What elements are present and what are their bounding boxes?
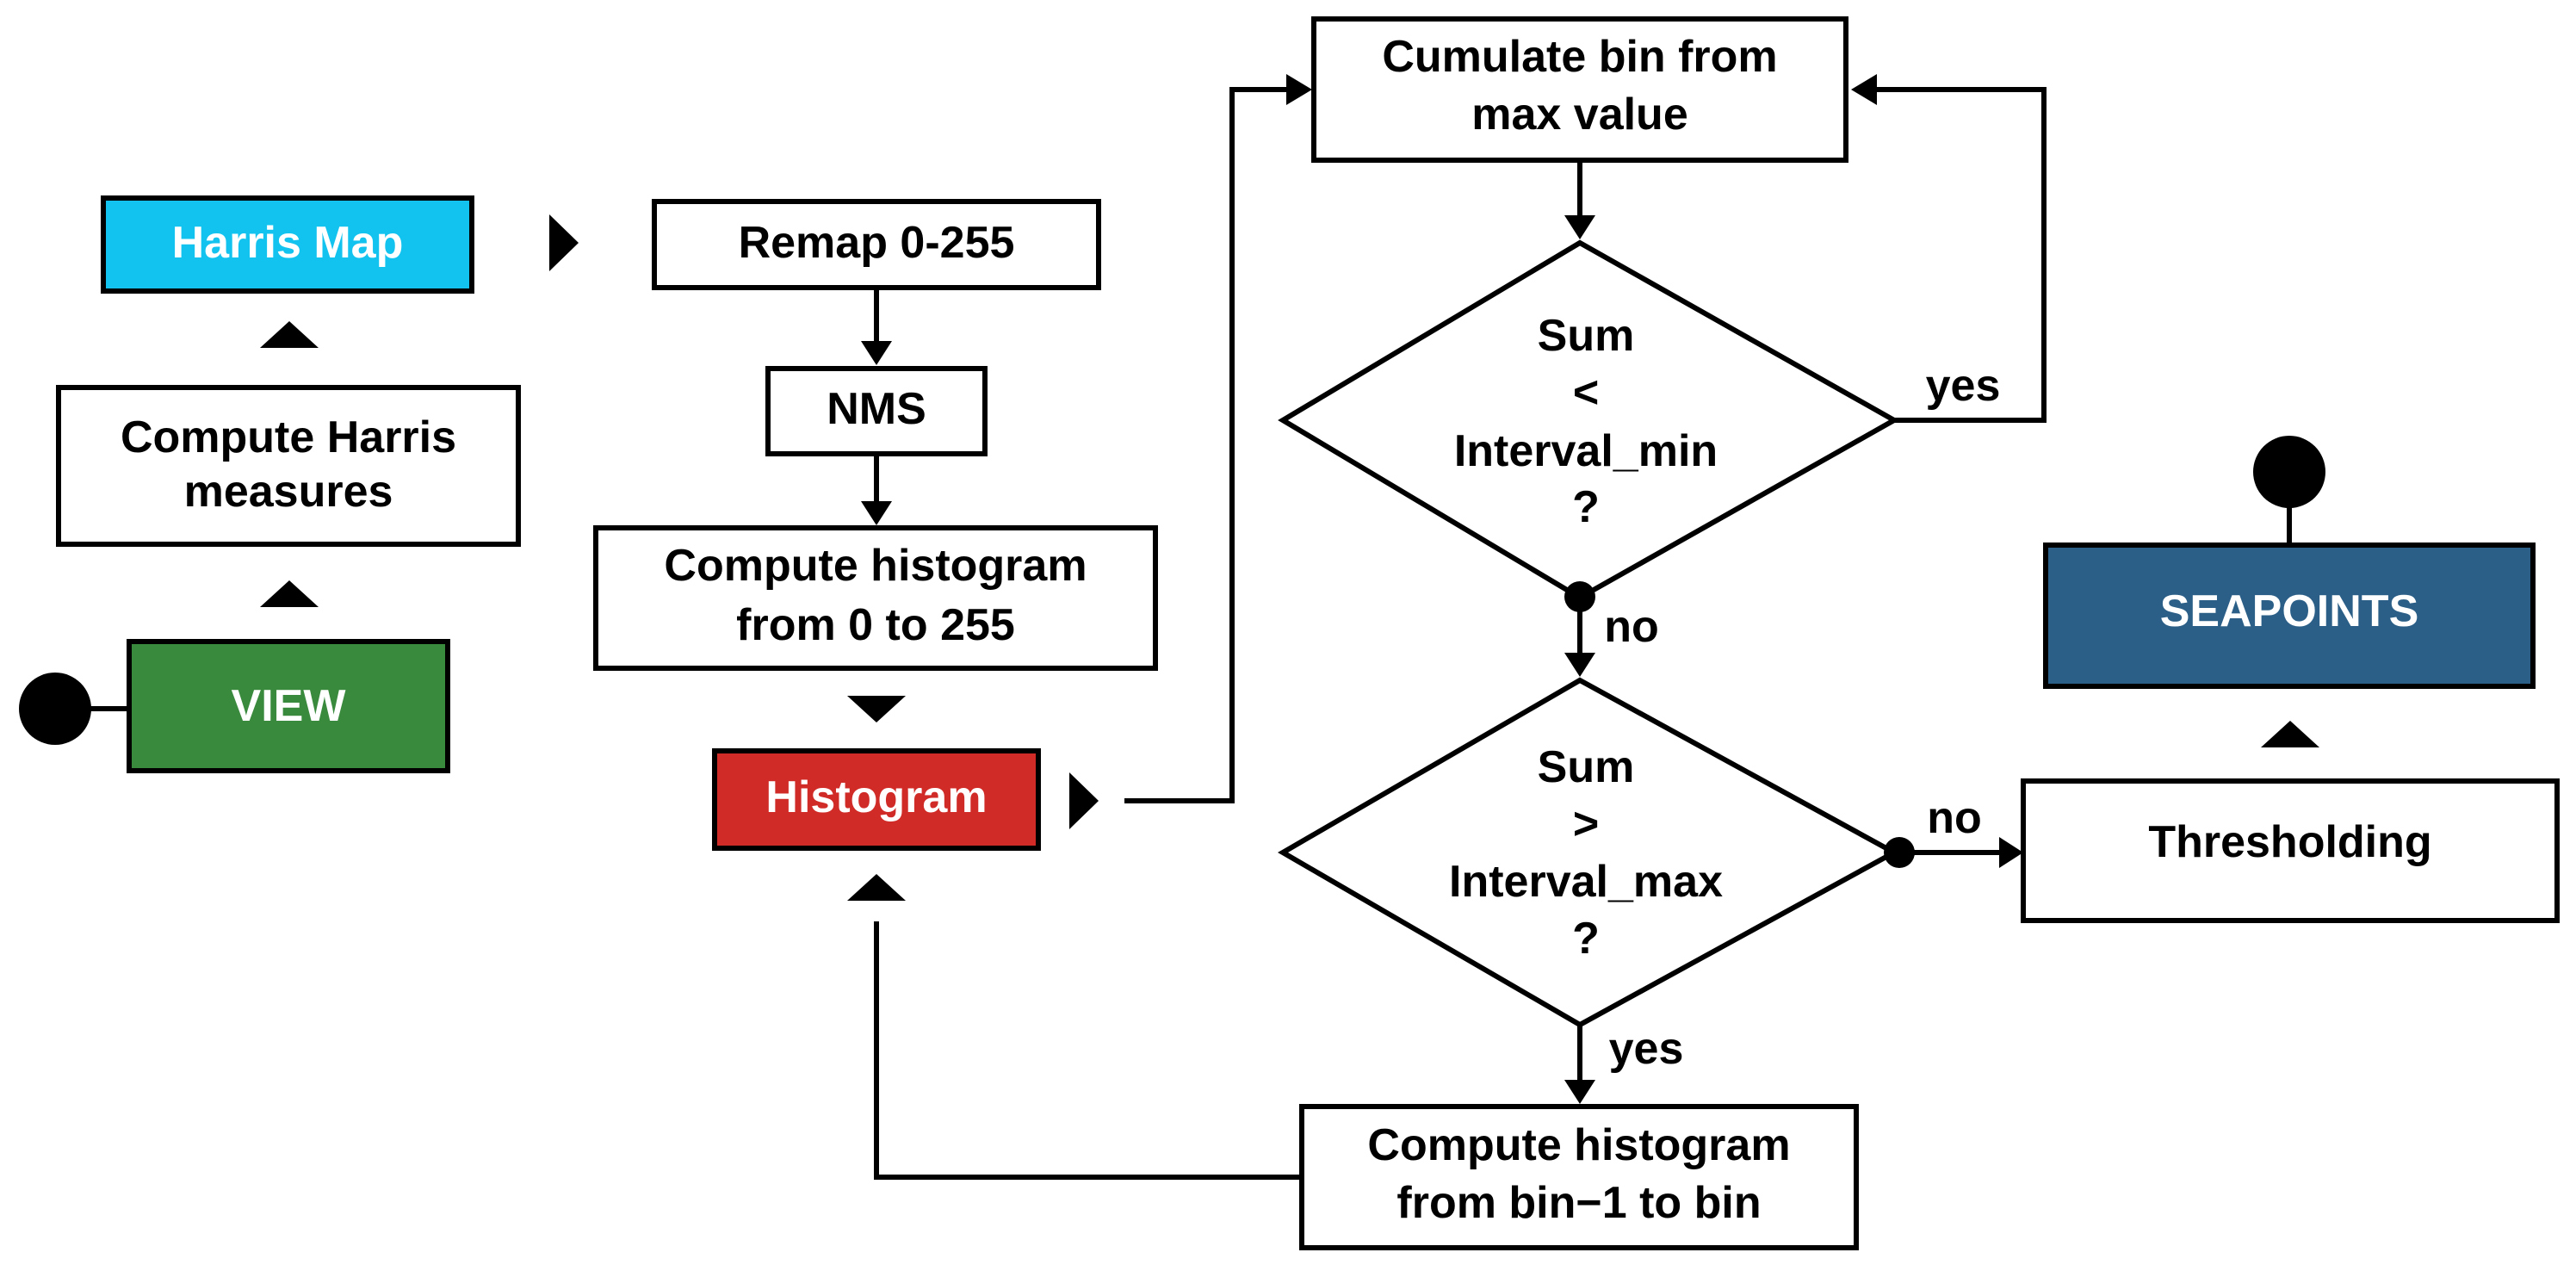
harris-map-node: Harris Map xyxy=(101,195,474,294)
histogram-node: Histogram xyxy=(712,748,1041,851)
nms-node: NMS xyxy=(765,366,988,456)
decision-max-line4: ? xyxy=(1572,914,1600,964)
edge-label-max-yes: yes xyxy=(1609,1024,1684,1074)
harris-map-label: Harris Map xyxy=(172,218,404,268)
decision-min-line3: Interval_min xyxy=(1454,426,1718,476)
compute-harris-line1: Compute Harris xyxy=(121,412,456,462)
decision-max-diamond xyxy=(1278,677,1900,1028)
cumulate-line2: max value xyxy=(1471,90,1688,140)
edge-decision-min-yes-arrowhead xyxy=(1851,74,1877,105)
seapoints-box xyxy=(2043,542,2536,689)
arrow-up-compute-harris-to-harris-map xyxy=(260,321,319,348)
decision-min-line2: < xyxy=(1573,368,1599,418)
arrow-right-harris-map-to-remap xyxy=(549,214,579,271)
decision-min-diamond xyxy=(1278,239,1900,601)
edge-remap-to-nms-arrowhead xyxy=(861,341,892,365)
edge-label-min-no: no xyxy=(1604,602,1659,652)
edge-histogram-to-cumulate-arrowhead xyxy=(1286,74,1312,105)
decision-max-line2: > xyxy=(1573,799,1599,849)
arrow-up-loop-to-histogram xyxy=(847,874,906,901)
remap-node: Remap 0-255 xyxy=(652,199,1101,290)
arrow-up-view-to-compute-harris xyxy=(260,580,319,607)
decision-min-line4: ? xyxy=(1572,482,1600,532)
histogram-box xyxy=(712,748,1041,851)
edge-decision-min-no-arrowhead xyxy=(1564,653,1595,677)
compute-harris-node: Compute Harris measures xyxy=(56,385,521,547)
view-box xyxy=(127,639,450,773)
compute-hist-full-line2: from 0 to 255 xyxy=(736,600,1015,650)
harris-map-box xyxy=(101,195,474,294)
edge-label-max-no: no xyxy=(1927,793,1982,843)
decision-max-line3: Interval_max xyxy=(1449,857,1723,907)
thresholding-box xyxy=(2021,778,2560,923)
arrow-up-thresholding-to-seapoints xyxy=(2261,721,2319,747)
arrow-down-compute-histogram-to-histogram xyxy=(847,696,906,722)
thresholding-label: Thresholding xyxy=(2148,817,2431,867)
nms-label: NMS xyxy=(827,384,926,434)
compute-hist-full-line1: Compute histogram xyxy=(664,541,1087,591)
compute-hist-full-box xyxy=(593,525,1158,671)
compute-hist-bin-node: Compute histogram from bin−1 to bin xyxy=(1299,1104,1859,1250)
view-node: VIEW xyxy=(127,639,450,773)
thresholding-node: Thresholding xyxy=(2021,778,2560,923)
decision-max-line1: Sum xyxy=(1538,742,1635,792)
remap-label: Remap 0-255 xyxy=(739,218,1015,268)
edge-compute-hist-bin-to-histogram xyxy=(874,921,1302,1180)
view-label: VIEW xyxy=(232,681,347,731)
edge-cumulate-to-decision-min-arrowhead xyxy=(1564,215,1595,239)
arrow-right-histogram-to-cumulate xyxy=(1069,772,1099,829)
end-terminal-dot xyxy=(2253,436,2325,508)
cumulate-line1: Cumulate bin from xyxy=(1382,32,1777,82)
seapoints-label: SEAPOINTS xyxy=(2160,586,2419,636)
cumulate-box xyxy=(1311,16,1848,163)
nms-box xyxy=(765,366,988,456)
seapoints-node: SEAPOINTS xyxy=(2043,542,2536,689)
compute-harris-line2: measures xyxy=(184,467,393,517)
decision-min-line1: Sum xyxy=(1538,311,1635,361)
compute-hist-full-node: Compute histogram from 0 to 255 xyxy=(593,525,1158,671)
compute-harris-box xyxy=(56,385,521,547)
start-terminal-dot xyxy=(19,673,91,745)
edge-decision-max-yes-arrowhead xyxy=(1564,1080,1595,1104)
compute-hist-bin-line2: from bin−1 to bin xyxy=(1396,1178,1761,1228)
decision-min-node: Sum < Interval_min ? xyxy=(1278,239,1900,601)
edge-nms-to-compute-histogram-arrowhead xyxy=(861,501,892,525)
edge-label-min-yes: yes xyxy=(1926,361,2001,411)
decision-max-node: Sum > Interval_max ? xyxy=(1278,677,1900,1028)
cumulate-node: Cumulate bin from max value xyxy=(1311,16,1848,163)
compute-hist-bin-line1: Compute histogram xyxy=(1367,1120,1790,1170)
edge-histogram-to-cumulate xyxy=(1124,87,1286,803)
edge-decision-min-yes-loop xyxy=(1877,87,2047,423)
histogram-label: Histogram xyxy=(765,772,987,822)
edge-decision-max-no-arrowhead xyxy=(1999,837,2023,868)
